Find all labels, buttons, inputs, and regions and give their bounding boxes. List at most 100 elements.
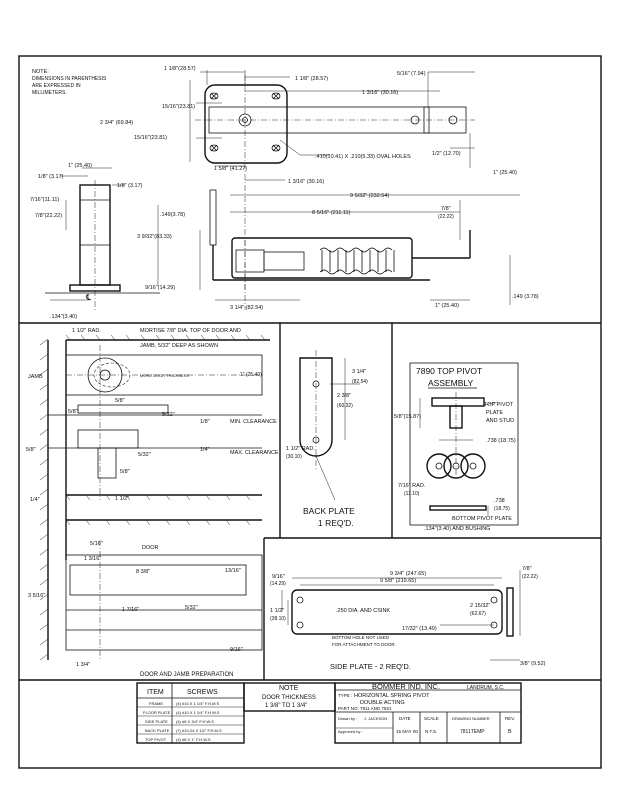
pivot-dim: .738 (18.75) [486,438,516,444]
dim-label: 7/8"(22.22) [35,213,62,219]
prep-title: DOOR AND JAMB PREPARATION [140,672,233,678]
note-box-line: 1 3/8" TO 1 3/4" [265,703,307,709]
drawing-number-value: 7811TEMP [460,729,485,735]
back-plate-dim: 1 1/2" RAD. [286,446,315,452]
table-row-screw: (4) #10 X 1 1/4" F.H.M.S [176,701,220,706]
side-plate-dim: 9/16" [272,574,285,580]
dim-label: 5/16" (7.94) [397,71,426,77]
dim-label: .134"(3.40) [50,314,77,320]
pivot-label: PLATE [486,410,503,416]
table-header-screws: SCREWS [187,689,218,696]
top-dimension-lines [50,70,520,305]
label: 8 3/8" [136,569,150,575]
label: 5/32" [185,605,198,611]
dim-label: 1 3/16" (30.16) [288,179,324,185]
label: 1/8" [200,419,210,425]
label: MORTISE 7/8" DIA. TOP OF DOOR AND [140,328,241,334]
side-plate-title: SIDE PLATE - 2 REQ'D. [330,662,411,671]
dim-label: 1" (25.40) [68,163,92,169]
dim-label: 1 1/8" (28.57) [295,76,328,82]
note-text-1: DIMENSIONS IN PARENTHESIS [32,76,107,82]
label: 1 3/4" [76,662,90,668]
table-row-screw: (4) #8 X 3/4" F.H.W.S [176,719,214,724]
back-plate-dim: (82.54) [352,379,368,385]
pivot-label: BOTTOM PIVOT PLATE [452,516,512,522]
pivot-dim: 7/16" RAD. [398,483,426,489]
label: 1 3/16" [84,556,101,562]
table-row-item: SIDE PLATE [145,719,168,724]
label: 1 1/2" RAD. [72,328,101,334]
label: 3 5/16" [28,593,45,599]
table-row-item: TOP PIVOT [145,737,167,742]
pivot-dim: (18.75) [494,506,510,512]
back-plate-dim: 3 1/4" [352,369,366,375]
drawn-label: Drawn by : [338,716,357,721]
dim-label: 1/2" (12.70) [432,151,461,157]
sheet-border [18,55,602,769]
dim-label: 3 1/4" (82.54) [230,305,263,311]
pivot-dim: .738 [494,498,505,504]
scale-value: N.T.S. [425,729,437,734]
dim-label: 1 1/8"(28.57) [164,66,196,72]
note-text-2: ARE EXPRESSED IN [32,83,81,89]
label: 1/4" [200,447,210,453]
dim-label: .410(10.41) X .210(5.33) OVAL HOLES [315,154,411,160]
approved-label: Approved by : [338,729,363,734]
label: 5/8" [26,447,36,453]
side-plate-dim: (38.10) [270,616,286,622]
date-label: DATE [399,716,411,721]
prep-labels: 1 1/2" RAD. MORTISE 7/8" DIA. TOP OF DOO… [26,328,279,678]
dim-label: 1/8" (3.17) [117,183,143,189]
pivot-dim: 5/8"(15.87) [394,414,421,420]
label: 13/16" [225,568,241,574]
rev-label: REV. [505,716,515,721]
side-plate-dim: (14.29) [270,581,286,587]
type-label: TYPE : [338,693,352,698]
type-value: HORIZONTAL SPRING PIVOT [354,693,430,699]
back-plate-dim: (30.10) [286,454,302,460]
note-box-title: NOTE [279,685,299,692]
date-value: 15 MAY 00 [396,729,418,734]
dim-label: 9/16"(14.29) [145,285,175,291]
note-box-line: DOOR THICKNESS [262,695,316,701]
note-text-3: MILLIMETERS. [32,90,67,96]
side-plate-dim: (62.67) [470,611,486,617]
dim-label: 1" (25.40) [435,303,459,309]
label: 5/32" [138,452,151,458]
dim-label: .149(3.78) [160,212,185,218]
side-plate-dim: 7/8" [522,566,532,572]
table-row-screw: (4) #10 X 1 1/4" F.H.W.S [176,710,220,715]
label: DOOR [142,545,159,551]
table-row-screw: (4) #8 X 1" F.H.W.S [176,737,211,742]
side-plate-drawing [281,570,521,661]
pivot-label: .134"(3.40) AND BUSHING [424,526,490,532]
dim-label: 1 5/8" (41.27) [214,166,247,172]
dim-label: 7/16"(11.11) [30,197,59,203]
dim-label: 1/8" (3.17) [38,174,64,180]
type-value-2: DOUBLE ACTING [360,700,405,706]
label: 5/8" [120,469,130,475]
label: JAMB [28,374,43,380]
label: JAMB, 5/32" DEEP AS SHOWN [140,343,218,349]
dim-label: (22.22) [438,214,454,220]
dim-label: 15/16"(23.81) [162,104,195,110]
centerline-symbol: ℄ [85,293,92,302]
label: MORE DOOR THICKNESS [140,373,189,378]
side-plate-note: FOR ATTACHMENT TO DOOR. [332,642,396,647]
dim-label: 8 5/16" (211.11) [312,210,351,216]
title-block [136,682,522,744]
side-plate-dim: 1 1/2" [270,608,284,614]
side-plate-dim: 9 5/8" (219.65) [380,578,416,584]
label: 5/8" [68,409,78,415]
label: 1" (25.40) [240,372,262,378]
dim-label: 1 3/16" (30.16) [362,90,398,96]
side-plate-dim: 3/8" (9.52) [520,661,546,667]
table-row-screw: (7) #10-24 X 1/2" F.H.M.S [176,728,222,733]
top-view-assembly [195,75,475,290]
pivot-subtitle: ASSEMBLY [428,378,474,388]
label: 5/8" [115,398,125,404]
side-plate-note: BOTTOM HOLE NOT USED [332,635,390,640]
side-plate-dim: 2 15/32" [470,603,490,609]
table-header-item: ITEM [147,689,164,696]
